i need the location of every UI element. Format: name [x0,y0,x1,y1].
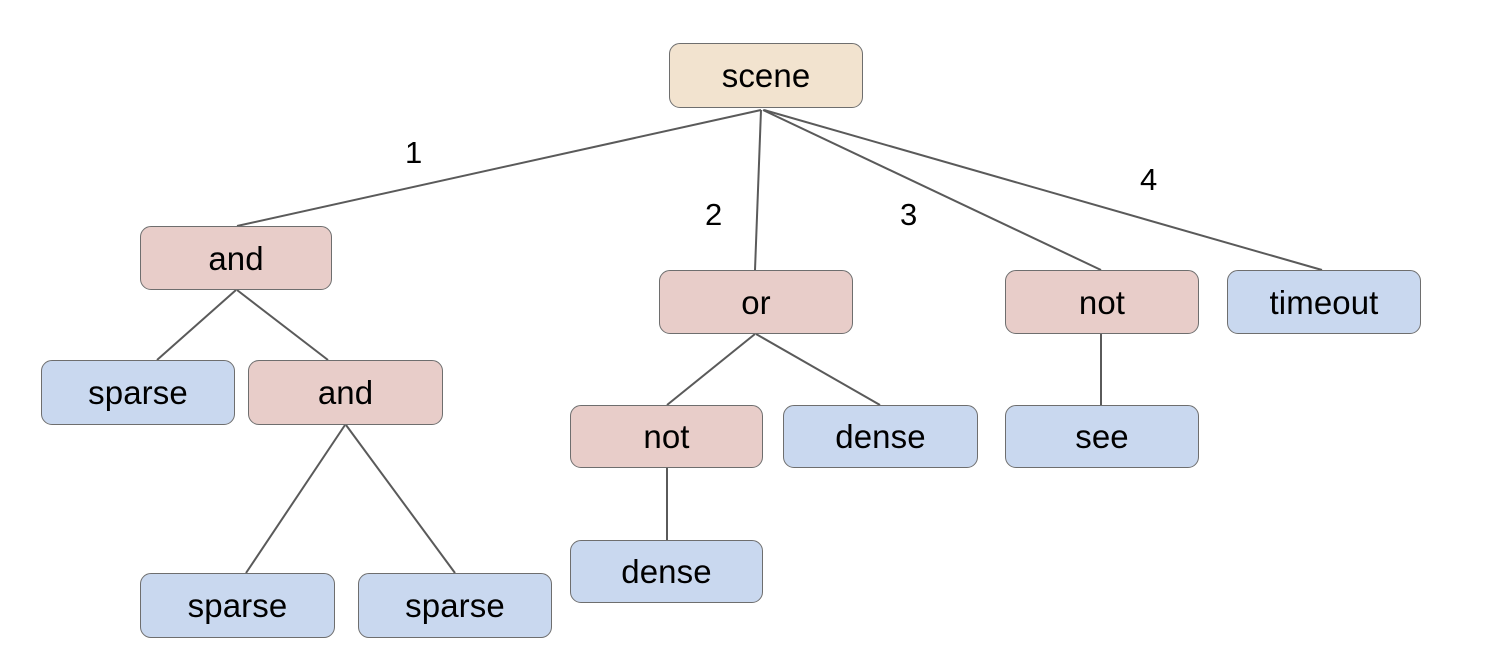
tree-node-label: not [1078,283,1126,321]
tree-node-sparse[interactable]: sparse [41,360,235,425]
tree-edge [754,109,762,271]
tree-node-not[interactable]: not [1005,270,1199,334]
tree-node-dense[interactable]: dense [783,405,978,468]
edge-label: 3 [900,197,918,232]
tree-node-label: see [1075,418,1129,455]
tree-node-label: sparse [187,587,288,624]
tree-node-sparse[interactable]: sparse [358,573,552,638]
edge-label: 2 [705,197,723,232]
tree-node-label: or [741,283,771,321]
tree-node-and[interactable]: and [140,226,332,290]
edge-label: 1 [405,135,423,170]
edge-label: 4 [1140,162,1158,197]
tree-edge [666,333,756,406]
tree-node-not[interactable]: not [570,405,763,468]
tree-node-or[interactable]: or [659,270,853,334]
tree-edge [245,424,346,574]
tree-node-label: scene [721,57,811,94]
tree-node-label: sparse [405,587,505,624]
tree-edge [762,109,1102,271]
tree-node-scene[interactable]: scene [669,43,863,108]
tree-node-label: not [643,418,690,455]
tree-node-timeout[interactable]: timeout [1227,270,1421,334]
tree-edge [236,289,329,361]
tree-edge [156,289,237,361]
tree-node-label: sparse [88,374,188,411]
tree-node-label: dense [621,553,712,590]
tree-node-label: timeout [1269,283,1379,321]
tree-node-dense[interactable]: dense [570,540,763,603]
tree-node-sparse[interactable]: sparse [140,573,335,638]
tree-edge [755,333,881,406]
tree-node-label: and [317,374,374,411]
tree-edge [345,424,456,574]
tree-edge [236,109,762,227]
tree-edge [763,109,1323,271]
tree-node-see[interactable]: see [1005,405,1199,468]
tree-node-and[interactable]: and [248,360,443,425]
tree-node-label: and [208,239,264,277]
tree-node-label: dense [835,418,926,455]
